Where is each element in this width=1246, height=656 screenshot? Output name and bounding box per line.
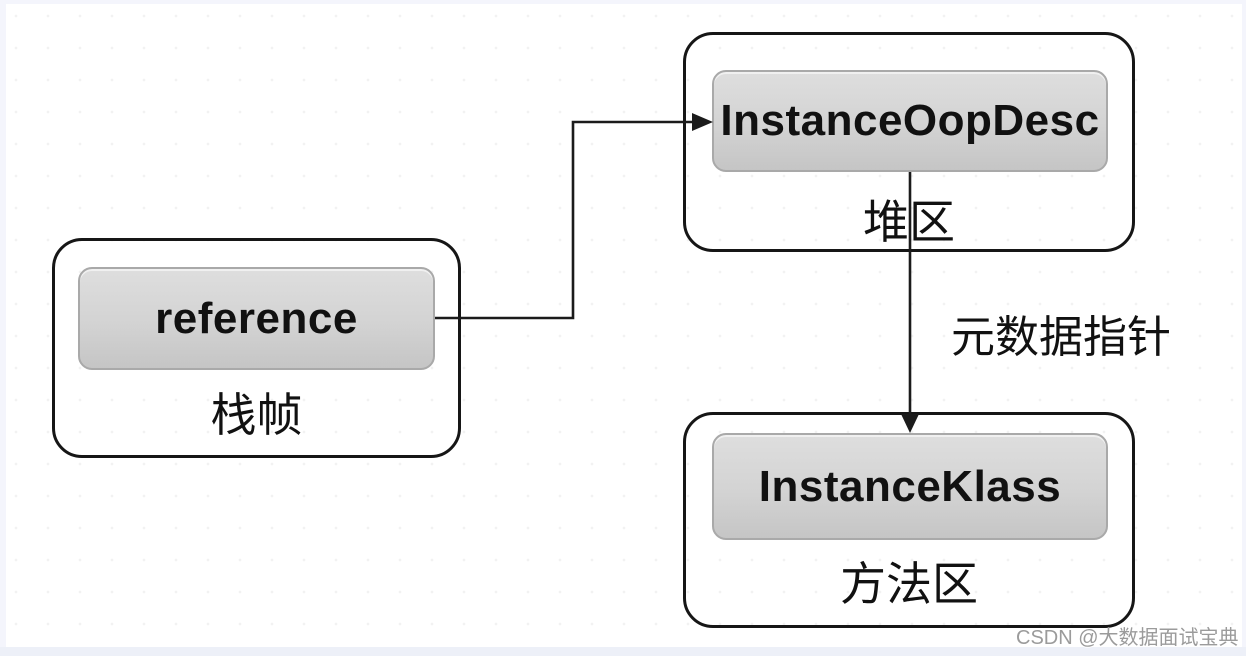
edge-reference-to-instanceoopdesc bbox=[435, 120, 694, 320]
csdn-watermark: CSDN @大数据面试宝典 bbox=[1016, 627, 1239, 649]
instance-klass-label: InstanceKlass bbox=[758, 461, 1062, 511]
method-area-label: 方法区 bbox=[840, 557, 978, 611]
arrowhead-right-icon bbox=[692, 113, 713, 131]
instance-oop-desc-node: InstanceOopDesc bbox=[712, 70, 1108, 172]
instance-klass-node: InstanceKlass bbox=[712, 433, 1108, 540]
arrowhead-down-icon bbox=[901, 414, 919, 433]
method-area-container: InstanceKlass 方法区 bbox=[683, 412, 1135, 628]
stack-frame-container: reference 栈帧 bbox=[52, 238, 461, 458]
reference-node-label: reference bbox=[155, 293, 358, 343]
metadata-pointer-edge-label: 元数据指针 bbox=[951, 312, 1171, 363]
instance-oop-desc-label: InstanceOopDesc bbox=[720, 96, 1100, 145]
stack-frame-label: 栈帧 bbox=[210, 388, 303, 442]
reference-node: reference bbox=[78, 267, 435, 370]
